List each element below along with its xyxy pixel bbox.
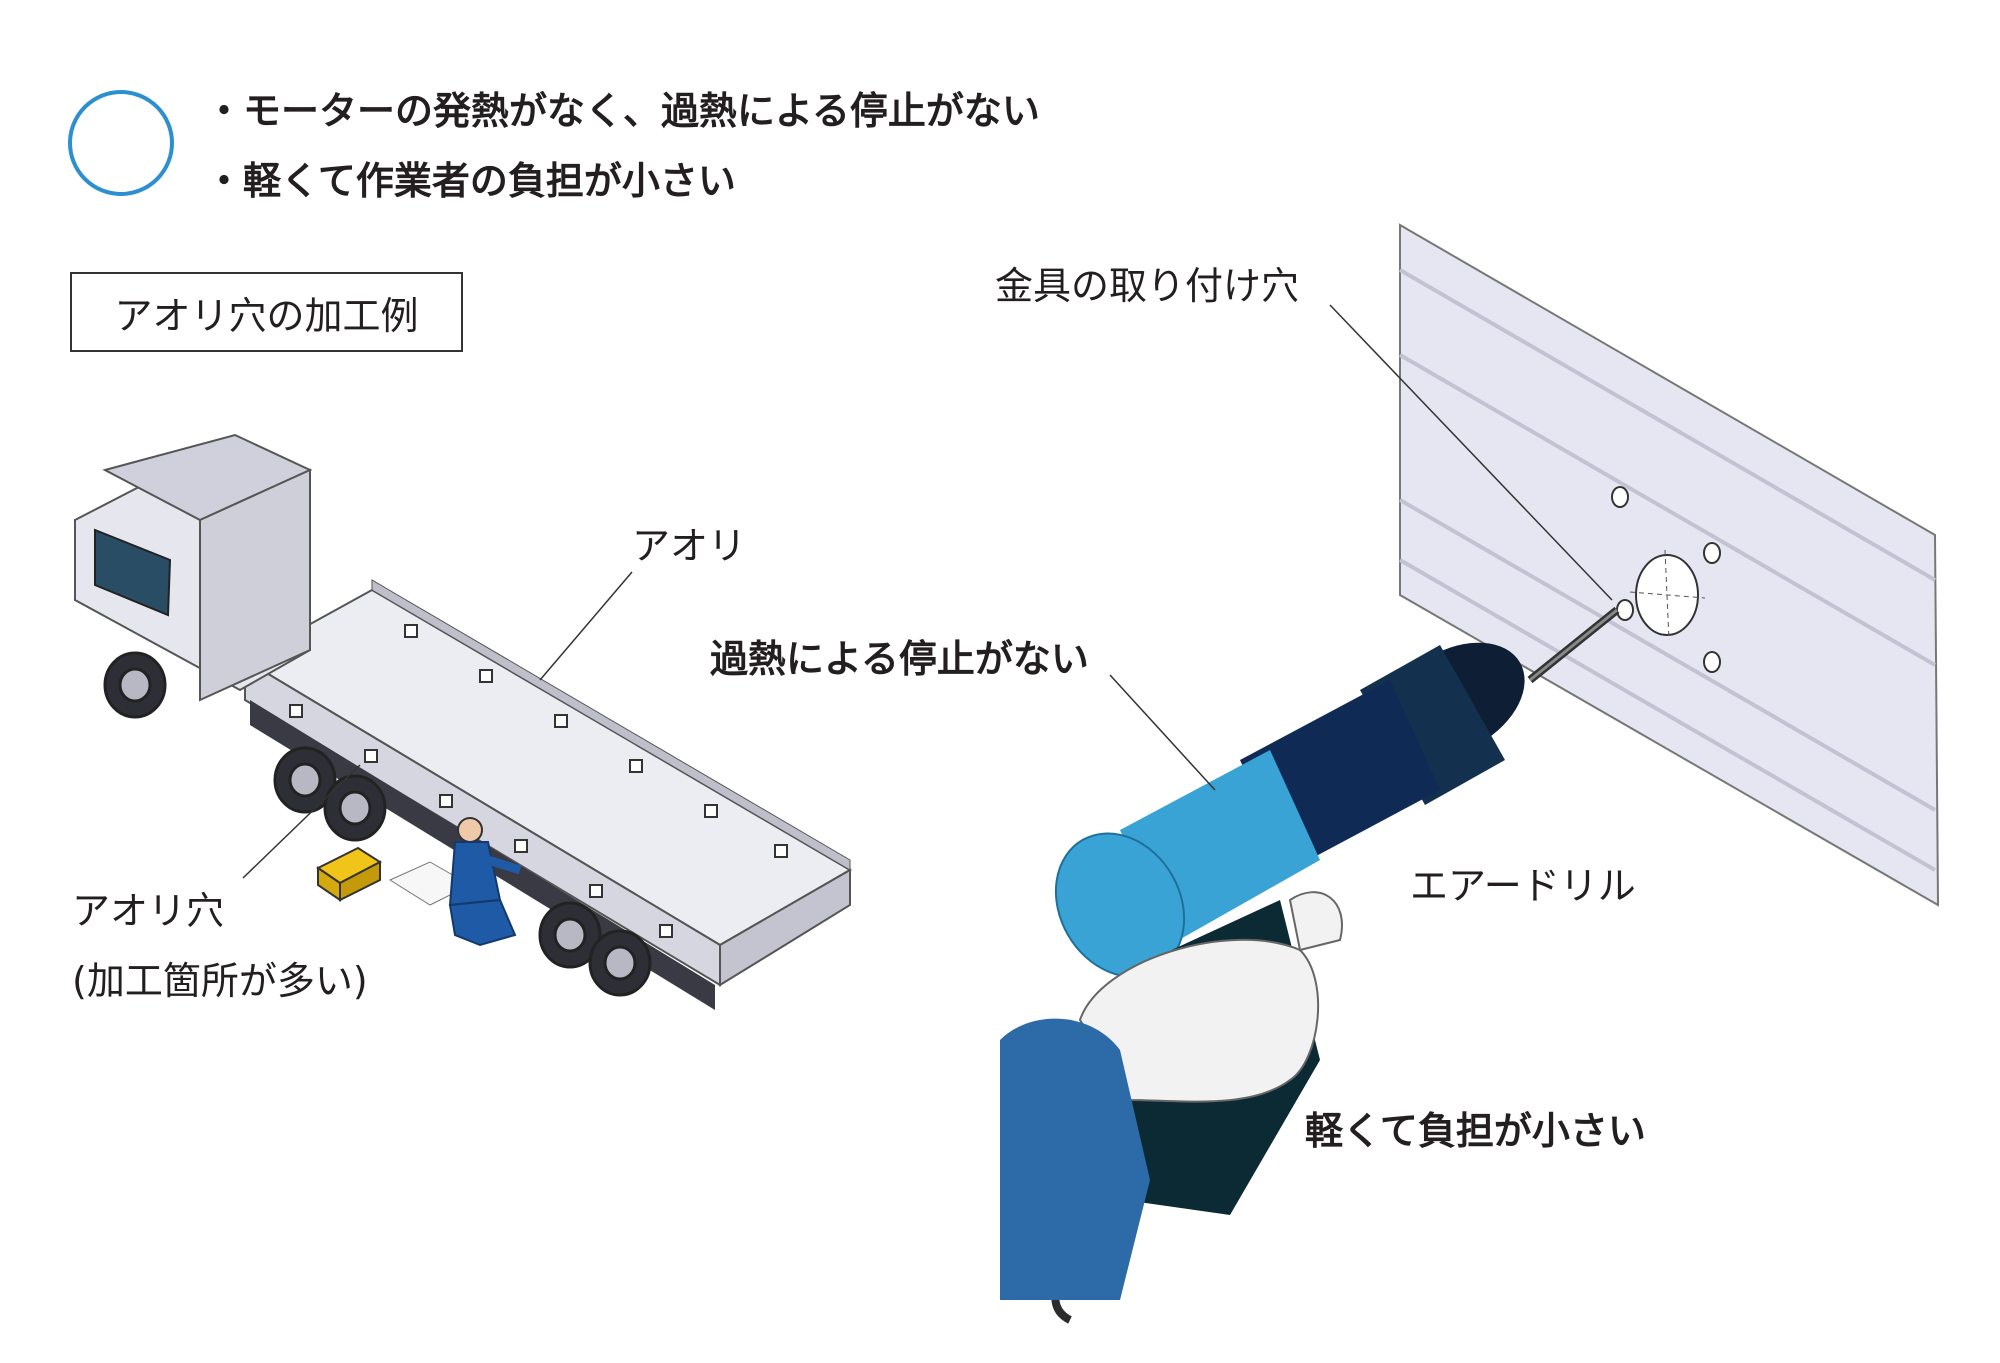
truck-windshield <box>94 528 172 617</box>
label-light-low-burden: 軽くて負担が小さい <box>1305 1109 1646 1153</box>
trailer-back-wall <box>371 579 851 871</box>
glove-hand <box>1078 938 1320 1103</box>
label-air-drill: エアードリル <box>1410 864 1636 908</box>
truck-cab-side <box>199 468 311 702</box>
aori-holes <box>289 624 788 938</box>
trailer-front-panel <box>719 868 851 987</box>
truck-wheels <box>103 651 652 997</box>
worker-figure <box>448 817 522 947</box>
mount-hole-leader-line <box>1329 304 1613 601</box>
label-no-overheat-stop: 過熱による停止がない <box>710 637 1089 681</box>
label-aori-hole: アオリ穴 <box>72 889 225 933</box>
section-title: アオリ穴の加工例 <box>114 293 419 338</box>
aori-hole-leader-line <box>242 764 361 879</box>
label-aori-hole-note: (加工箇所が多い) <box>72 959 368 1003</box>
label-aori: アオリ <box>632 524 747 568</box>
legend-bullet-2: ・軽くて作業者の負担が小さい <box>205 159 736 203</box>
section-title-box: アオリ穴の加工例 <box>70 272 463 352</box>
good-mark-icon <box>68 90 174 196</box>
sleeve <box>1000 1018 1150 1300</box>
overheat-leader-line <box>1109 674 1216 791</box>
aori-leader-line <box>539 571 633 681</box>
legend-bullet-1: ・モーターの発熱がなく、過熱による停止がない <box>205 89 1040 133</box>
label-mount-hole: 金具の取り付け穴 <box>995 264 1300 308</box>
